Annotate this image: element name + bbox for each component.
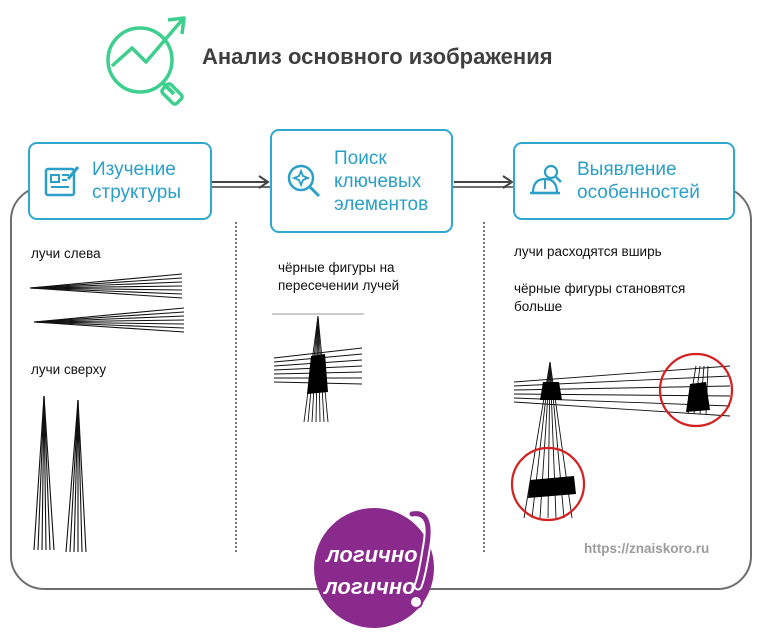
note-rays-left: лучи слева [31,246,101,261]
svg-text:логично: логично [323,574,416,599]
step-box-structure: Изучение структуры [28,142,212,220]
svg-text:логично: логично [325,542,418,567]
logichno-logo: логично логично [314,508,434,628]
note-black-shapes: чёрные фигуры на пересечении лучей [278,260,400,293]
magnifier-star-icon [287,164,321,198]
step-label: Изучение структуры [92,159,182,203]
column-divider [235,222,237,552]
note-rays-spread: лучи расходятся вширь [514,244,662,259]
step-label: Поиск ключевых элементов [334,147,429,215]
rays-from-top-illustration [33,395,87,553]
search-helmet-icon [530,164,562,195]
intersection-illustration [272,313,364,423]
step-box-search: Поиск ключевых элементов [270,129,453,233]
rays-from-left-illustration [29,273,185,333]
note-rays-top: лучи сверху [31,362,107,377]
column-divider [483,222,485,552]
step-label: Выявление особенностей [577,159,700,203]
chart-magnifier-icon [106,16,186,106]
step-box-features: Выявление особенностей [513,142,735,220]
page-title: Анализ основного изображения [202,44,553,69]
site-url[interactable]: https://znaiskoro.ru [584,541,710,556]
blueprint-icon [44,166,80,197]
note-shapes-bigger: чёрные фигуры становятся больше [514,281,686,314]
diverging-rays-illustration [510,352,734,522]
